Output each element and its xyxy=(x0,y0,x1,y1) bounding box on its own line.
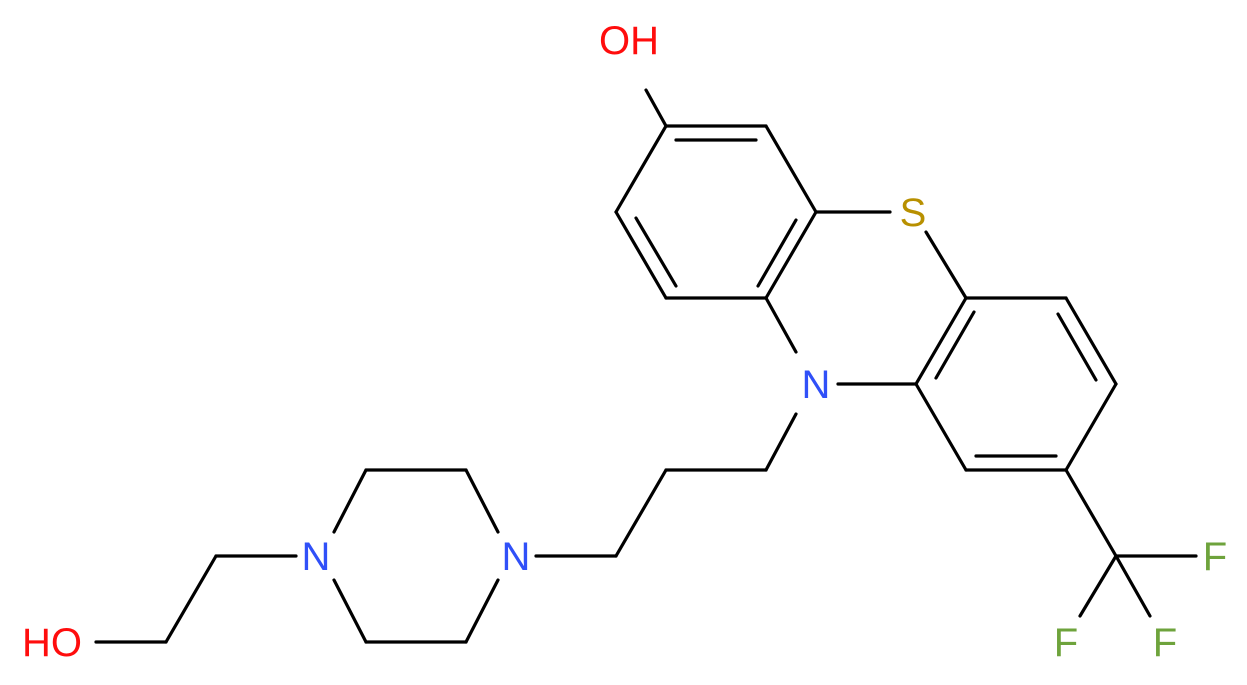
ring-nitrogen-label: N xyxy=(802,363,831,407)
bond xyxy=(764,210,818,300)
hydroxyl-label-top: OH xyxy=(599,19,659,63)
bond xyxy=(914,296,968,386)
bond xyxy=(614,124,668,214)
bond xyxy=(756,218,798,288)
fluorine-label-bottom: F xyxy=(1153,621,1177,665)
bonds xyxy=(94,88,1198,644)
bond xyxy=(1064,468,1118,558)
bond xyxy=(464,578,500,644)
bond xyxy=(332,578,368,644)
bond xyxy=(764,296,798,354)
bond xyxy=(764,124,818,214)
bond xyxy=(464,468,500,534)
sulfur-label: S xyxy=(900,191,927,235)
bond xyxy=(634,216,678,288)
piperazine-nitrogen-left-label: N xyxy=(302,535,331,579)
bond xyxy=(764,412,798,472)
bond xyxy=(164,554,218,644)
bond xyxy=(332,468,368,534)
hydroxyl-label-chain: HO xyxy=(22,621,82,665)
bond xyxy=(1064,296,1118,386)
bond xyxy=(614,468,668,558)
bond xyxy=(1114,554,1152,618)
fluorine-label-left: F xyxy=(1054,621,1078,665)
atom-labels: OH S N N N HO F F F xyxy=(22,19,1227,665)
bond xyxy=(614,210,668,300)
fluorine-label-right: F xyxy=(1203,535,1227,579)
bond xyxy=(1056,312,1098,382)
piperazine-nitrogen-right-label: N xyxy=(502,535,531,579)
bond xyxy=(924,230,968,300)
bond xyxy=(1078,554,1118,618)
bond xyxy=(914,382,968,472)
bond xyxy=(1064,382,1118,472)
bond xyxy=(644,88,668,128)
bond xyxy=(934,310,976,380)
